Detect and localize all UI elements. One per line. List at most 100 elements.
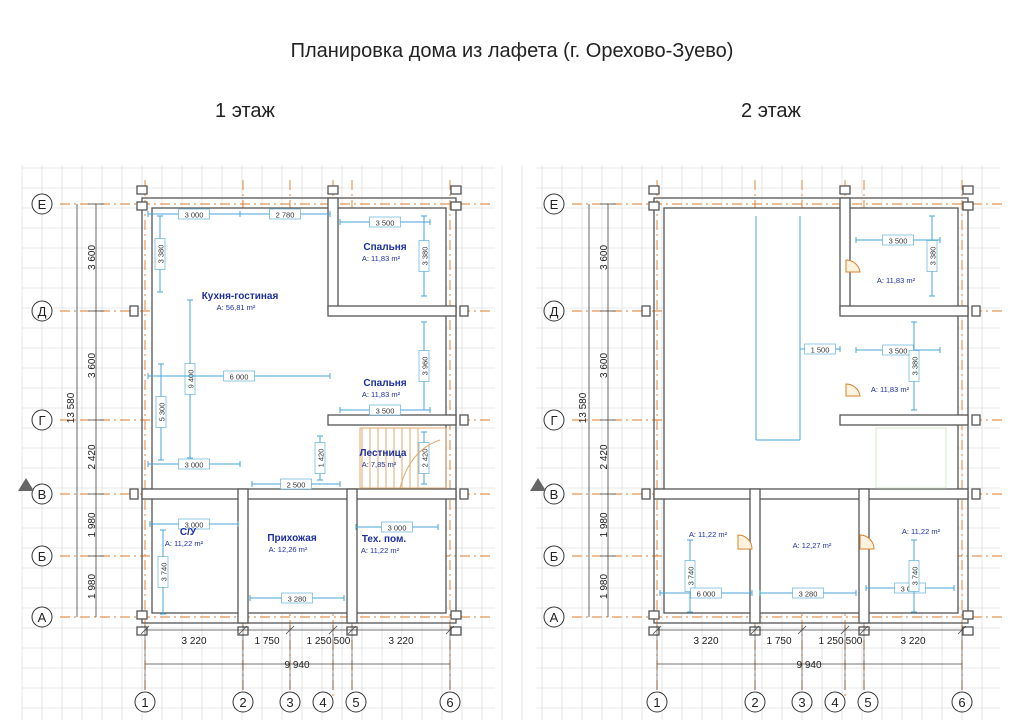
- bottom-dim-4: 3 220: [900, 636, 925, 647]
- log-end: [648, 626, 660, 636]
- axis-bubble-6: [951, 691, 973, 713]
- axis-bubble-А: [543, 606, 565, 628]
- log-end: [962, 201, 974, 211]
- f2-room-area-1: A: 11,83 m²: [871, 385, 910, 394]
- dim-3000-tech: 3 000: [388, 524, 407, 533]
- log-end: [129, 305, 139, 317]
- interior-wall: [839, 305, 969, 317]
- room-area-2: A: 11,83 m²: [362, 390, 401, 399]
- axis-label-Д: Д: [550, 304, 559, 319]
- log-end: [648, 201, 660, 211]
- dim-9400: 9 400: [187, 370, 196, 389]
- f2-dim-6000-box: [690, 587, 722, 599]
- axis-bubble-В: [543, 483, 565, 505]
- log-end: [450, 185, 462, 195]
- bottom-dim-1: 1 750: [766, 636, 791, 647]
- left-dim-0: 3 600: [87, 245, 98, 270]
- dim-3740: 3 740: [160, 563, 169, 582]
- axis-number-3: 3: [286, 695, 293, 710]
- log-end: [129, 488, 139, 500]
- log-end: [459, 305, 469, 317]
- f2-dim-3740-b: 3 740: [911, 567, 920, 586]
- axis-number-2: 2: [751, 695, 758, 710]
- f2-room-area-0: A: 11,83 m²: [877, 276, 916, 285]
- axis-number-6: 6: [958, 695, 965, 710]
- room-area-1: A: 11,83 m²: [362, 254, 401, 263]
- bottom-total: 9 940: [796, 660, 821, 671]
- dim-3380-b-box: [418, 240, 430, 272]
- axis-bubble-4: [312, 691, 334, 713]
- f2-dim-1500: 1 500: [811, 346, 830, 355]
- axis-bubble-Е: [31, 193, 53, 215]
- axis-label-А: А: [550, 610, 559, 625]
- f2-dim-3380-b-box: [908, 350, 920, 382]
- dim-1420-box: [314, 442, 326, 474]
- f2-dim-3380-a-box: [926, 240, 938, 272]
- interior-wall: [327, 414, 457, 426]
- dim-3740-box: [157, 556, 169, 588]
- dim-3960: 3 960: [421, 357, 430, 376]
- dim-3500-bed1-box: [369, 216, 401, 228]
- log-end: [641, 488, 651, 500]
- f2-dim-3740-b-box: [908, 560, 920, 592]
- dim-2420-box: [418, 442, 430, 474]
- log-end: [962, 626, 974, 636]
- axis-bubble-1: [134, 691, 156, 713]
- dim-3000-mid: 3 000: [185, 461, 204, 470]
- axis-bubble-Е: [543, 193, 565, 215]
- dim-3000-tech-box: [381, 521, 413, 533]
- axis-number-5: 5: [864, 695, 871, 710]
- interior-wall: [839, 197, 851, 311]
- f2-dim-6000: 6 000: [697, 590, 716, 599]
- bottom-dim-4: 3 220: [388, 636, 413, 647]
- axis-label-Б: Б: [550, 549, 559, 564]
- f2-dim-3380-b: 3 380: [911, 357, 920, 376]
- f2-dim-1500-box: [804, 343, 836, 355]
- dim-3500-bed2-box: [369, 404, 401, 416]
- stair-outline: [359, 427, 447, 489]
- staircase: [359, 427, 447, 489]
- axis-label-Е: Е: [550, 197, 559, 212]
- room-area-3: A: 7,85 m²: [362, 460, 397, 469]
- axis-bubble-5: [857, 691, 879, 713]
- interior-wall: [839, 414, 969, 426]
- log-end: [839, 185, 851, 195]
- f2-stair-outline: [875, 427, 947, 489]
- left-dim-1: 3 600: [599, 353, 610, 378]
- f2-room-area-4: A: 11,22 m²: [902, 527, 941, 536]
- log-end: [459, 488, 469, 500]
- log-end: [971, 305, 981, 317]
- f2-dim-3380-a: 3 380: [929, 247, 938, 266]
- log-end: [136, 626, 148, 636]
- dim-6000: 6 000: [230, 373, 249, 382]
- page-title: Планировка дома из лафета (г. Орехово-Зу…: [290, 40, 734, 62]
- f2-dim-3740-a-box: [684, 560, 696, 592]
- bottom-total: 9 940: [284, 660, 309, 671]
- log-end: [971, 414, 981, 426]
- f2-dim-3280-box: [792, 587, 824, 599]
- left-dim-3: 1 980: [87, 512, 98, 537]
- left-dim-2: 2 420: [87, 444, 98, 469]
- bottom-dim-0: 3 220: [693, 636, 718, 647]
- axis-bubble-Д: [31, 300, 53, 322]
- room-name-6: Тех. пом.: [362, 534, 407, 545]
- dim-2500: 2 500: [287, 481, 306, 490]
- inner-wall-outline: [663, 207, 959, 614]
- axis-bubble-2: [232, 691, 254, 713]
- dim-3000-mid-box: [178, 458, 210, 470]
- axis-bubble-3: [279, 691, 301, 713]
- log-end: [641, 305, 651, 317]
- log-end: [136, 610, 148, 620]
- log-end: [648, 185, 660, 195]
- dim-3000-wc-box: [178, 518, 210, 530]
- section-marker: [18, 478, 34, 491]
- door-swing-2: [737, 534, 753, 550]
- room-area-4: A: 11,22 m²: [165, 539, 204, 548]
- interior-wall: [653, 488, 969, 500]
- dim-6000-box: [223, 370, 255, 382]
- axis-bubble-1: [646, 691, 668, 713]
- axis-bubble-6: [439, 691, 461, 713]
- axis-bubble-Г: [543, 409, 565, 431]
- left-dim-4: 1 980: [599, 574, 610, 599]
- f2-dim-3500-b: 3 500: [889, 347, 908, 356]
